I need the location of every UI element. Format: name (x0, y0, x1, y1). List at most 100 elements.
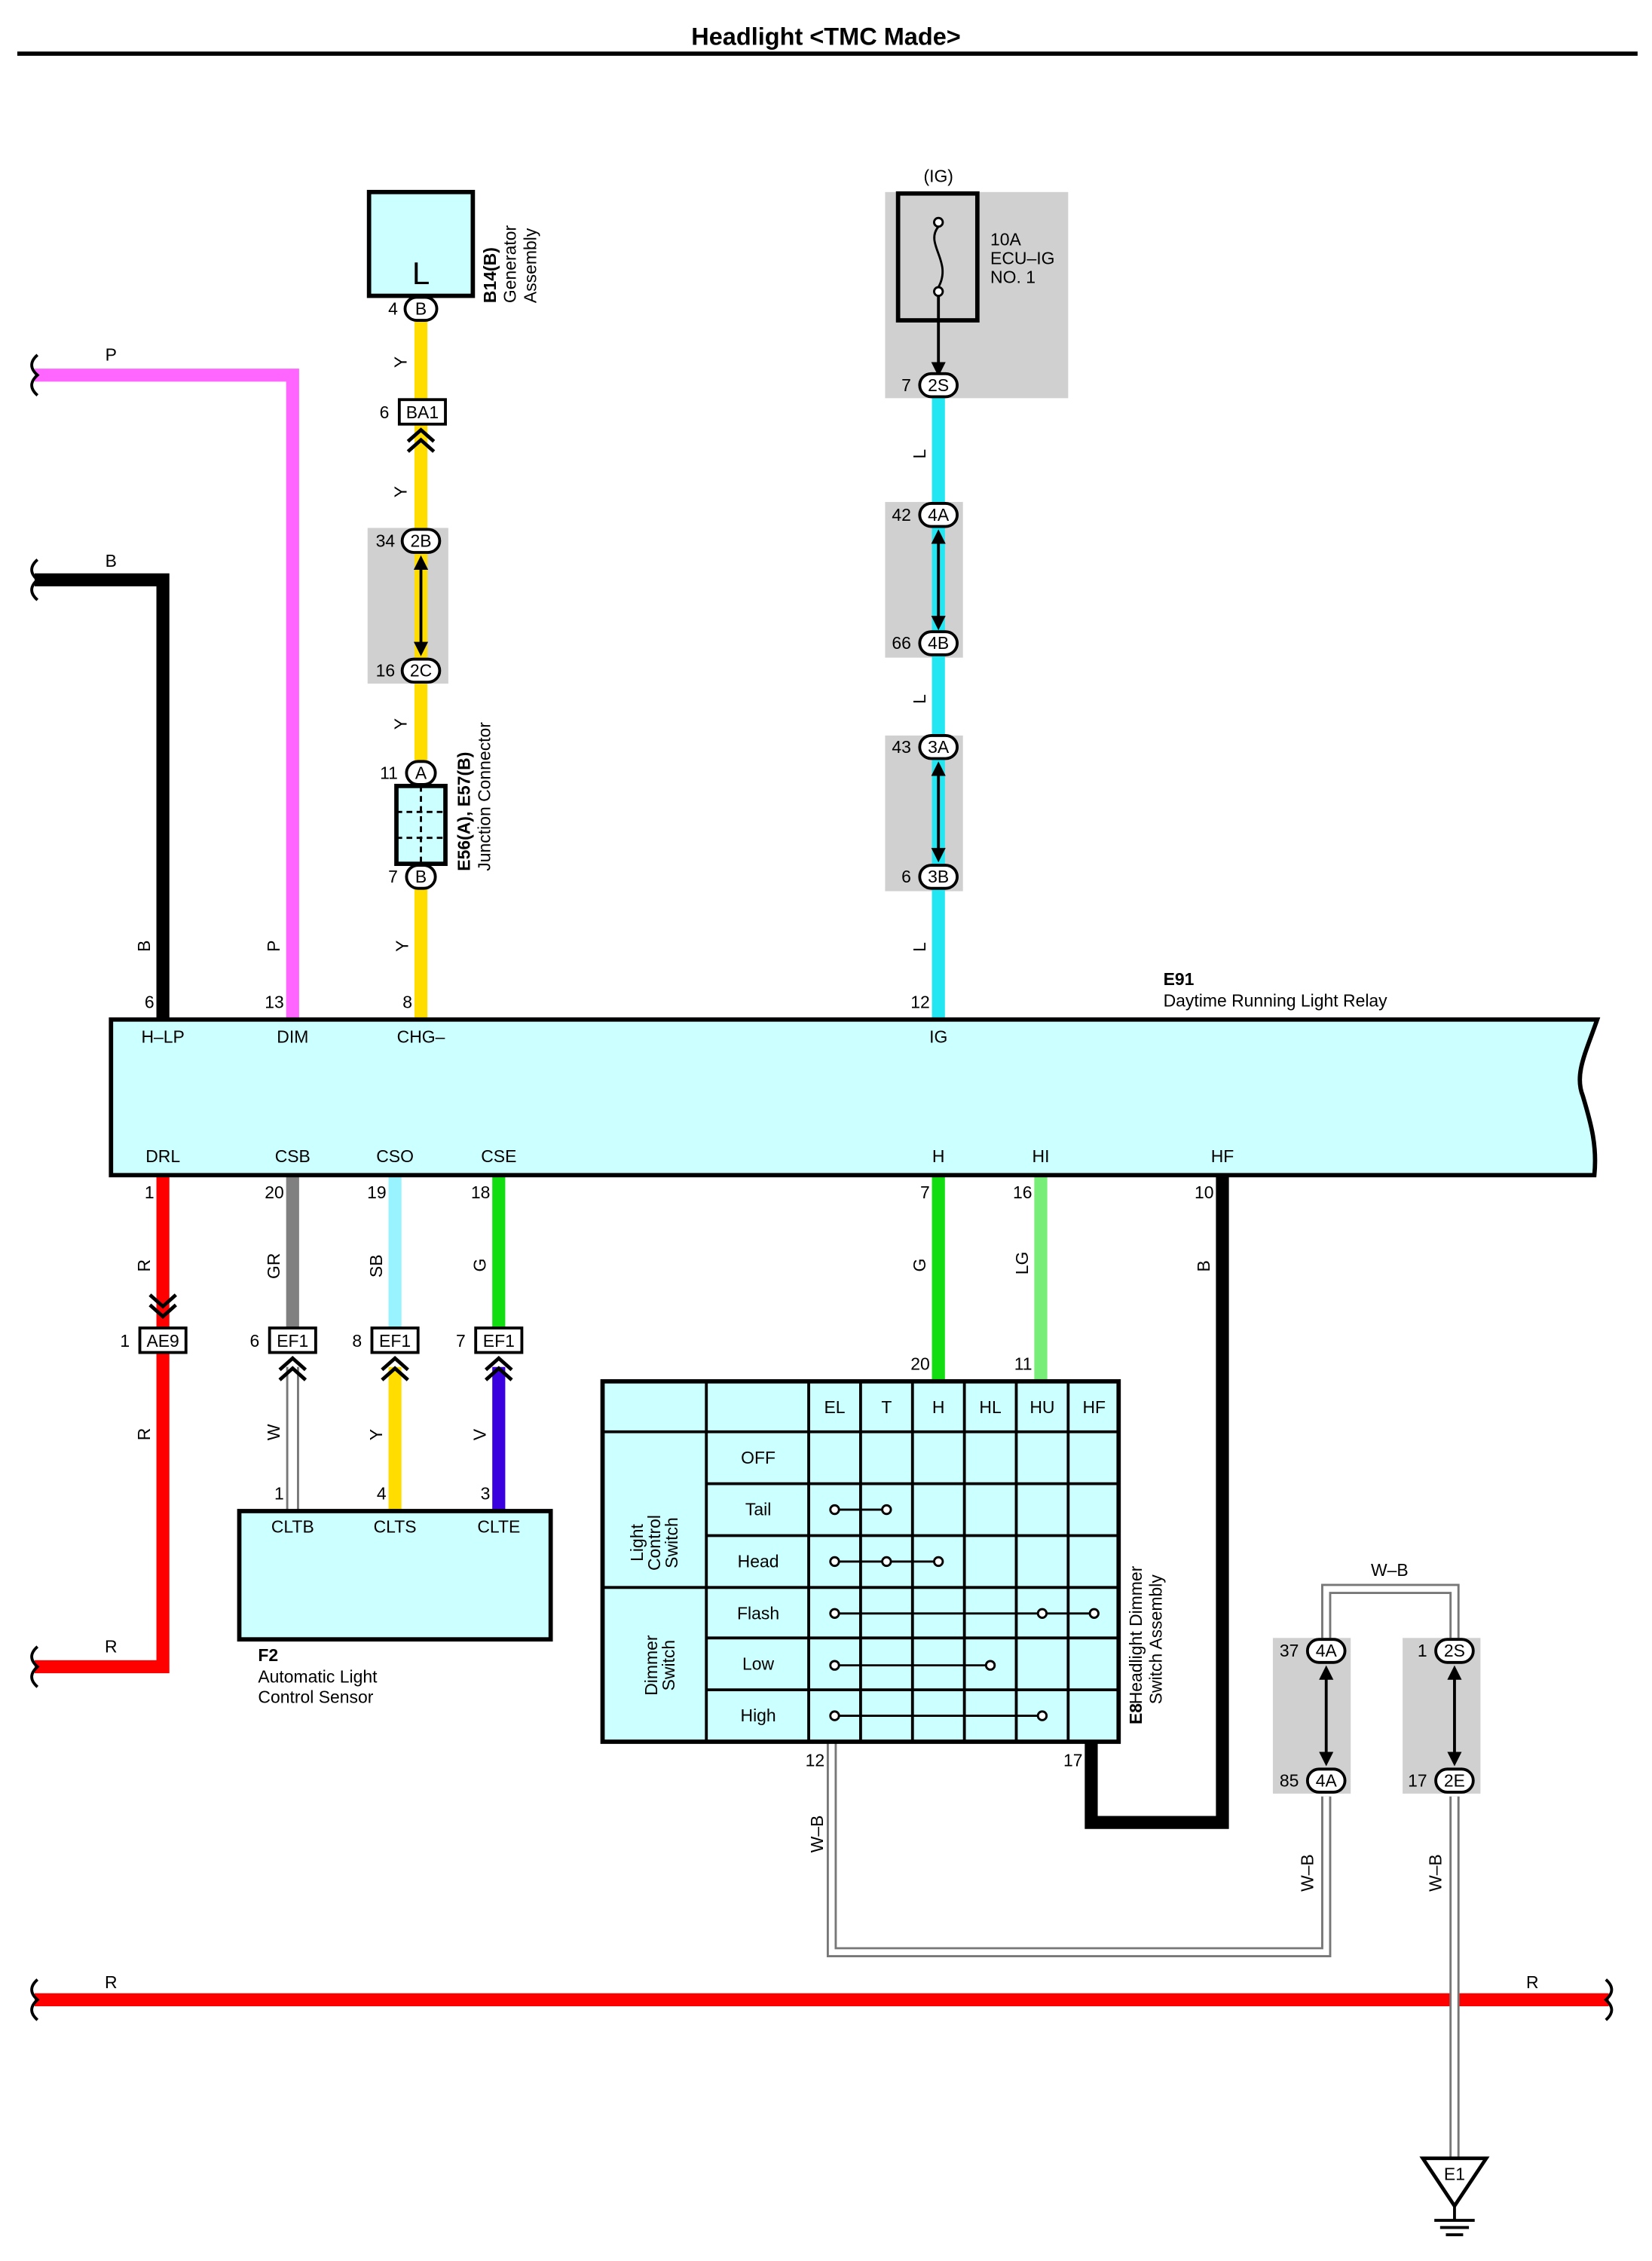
page-title: Headlight <TMC Made> (691, 23, 961, 50)
svg-text:34: 34 (376, 531, 396, 550)
svg-text:High: High (741, 1706, 776, 1725)
fuse-ecu-ig: (IG) 10A ECU–IG NO. 1 2S 7 (895, 166, 1054, 399)
svg-text:H: H (932, 1146, 945, 1166)
svg-text:4A: 4A (928, 505, 950, 525)
svg-text:H: H (932, 1397, 945, 1417)
svg-text:37: 37 (1280, 1641, 1299, 1660)
svg-text:HL: HL (979, 1397, 1001, 1417)
wire-label-gr: GR (264, 1253, 283, 1279)
svg-text:2C: 2C (410, 660, 432, 680)
svg-text:10A: 10A (990, 230, 1022, 249)
svg-text:B: B (415, 298, 427, 318)
svg-text:8: 8 (402, 992, 412, 1011)
svg-text:AE9: AE9 (146, 1331, 179, 1351)
svg-text:Dimmer: Dimmer (641, 1635, 661, 1696)
svg-text:B14(B): B14(B) (480, 247, 500, 303)
svg-text:BA1: BA1 (406, 402, 439, 422)
svg-text:18: 18 (471, 1183, 491, 1202)
svg-text:CSE: CSE (481, 1146, 516, 1166)
svg-text:1: 1 (120, 1331, 130, 1351)
svg-text:4: 4 (388, 298, 398, 318)
svg-text:Control Sensor: Control Sensor (258, 1687, 373, 1706)
svg-text:CSO: CSO (376, 1146, 414, 1166)
junction-connector: A 11 B 7 E56(A), E57(B) Junction Connect… (380, 722, 494, 890)
svg-text:E8: E8 (1126, 1703, 1146, 1724)
svg-text:Flash: Flash (737, 1603, 779, 1623)
svg-text:Junction Connector: Junction Connector (474, 722, 494, 871)
svg-text:Head: Head (738, 1552, 779, 1571)
wire-break-symbols (30, 353, 1614, 2021)
svg-text:Control: Control (644, 1515, 664, 1571)
svg-text:L: L (412, 255, 430, 291)
svg-text:12: 12 (910, 992, 930, 1011)
svg-text:2E: 2E (1444, 1770, 1465, 1790)
svg-text:19: 19 (367, 1183, 387, 1202)
ground-e1: E1 (1419, 2156, 1490, 2237)
svg-text:CLTB: CLTB (271, 1517, 314, 1537)
connector-b14-pin: B 4 (388, 295, 439, 322)
svg-text:3A: 3A (928, 737, 950, 757)
wire-label-r-bottom-left: R (105, 1972, 118, 1992)
svg-text:12: 12 (806, 1751, 825, 1770)
svg-text:(IG): (IG) (923, 166, 953, 185)
svg-text:NO. 1: NO. 1 (990, 267, 1036, 286)
svg-text:T: T (881, 1397, 892, 1417)
svg-text:4A: 4A (1316, 1641, 1338, 1660)
svg-text:B: B (415, 867, 427, 886)
wire-label-sb: SB (366, 1254, 386, 1277)
svg-text:Generator: Generator (500, 225, 520, 303)
wire-label-w: W (264, 1424, 283, 1440)
svg-text:EF1: EF1 (277, 1331, 308, 1351)
svg-text:A: A (415, 763, 427, 782)
splice-4a-4a: 4A 37 4A 85 (1280, 1638, 1347, 1794)
svg-text:1: 1 (1418, 1641, 1427, 1660)
svg-text:1: 1 (274, 1484, 284, 1504)
wire-label-b-top: B (106, 551, 117, 571)
svg-text:E91: E91 (1164, 969, 1195, 989)
svg-text:8: 8 (352, 1331, 362, 1351)
wire-b-left (34, 573, 170, 1018)
svg-text:CHG–: CHG– (397, 1026, 445, 1046)
svg-text:Tail: Tail (745, 1500, 771, 1519)
svg-text:F2: F2 (258, 1645, 278, 1665)
switch-e8: 20 11 EL T H HL HU HF OFF Tail (600, 1354, 1166, 1770)
svg-text:7: 7 (920, 1183, 930, 1202)
svg-text:4: 4 (377, 1484, 387, 1504)
wire-label-wb-top: W–B (1371, 1560, 1409, 1580)
svg-text:HU: HU (1029, 1397, 1054, 1417)
wire-label-r1: R (134, 1259, 154, 1272)
wire-label-g1: G (470, 1259, 490, 1272)
svg-text:6: 6 (145, 992, 154, 1011)
svg-text:7: 7 (456, 1331, 466, 1351)
svg-text:7: 7 (388, 867, 398, 886)
wire-label-wb2: W–B (1298, 1854, 1317, 1892)
connector-ba1: BA1 6 (380, 398, 447, 453)
svg-text:CLTS: CLTS (374, 1517, 417, 1537)
svg-text:EL: EL (824, 1397, 845, 1417)
svg-text:HF: HF (1211, 1146, 1234, 1166)
connector-ef1-7: EF1 7 (456, 1326, 524, 1381)
svg-text:2S: 2S (1444, 1641, 1465, 1660)
svg-text:ECU–IG: ECU–IG (990, 248, 1054, 268)
svg-text:CLTE: CLTE (477, 1517, 520, 1537)
svg-text:HF: HF (1082, 1397, 1106, 1417)
svg-text:Headlight Dimmer: Headlight Dimmer (1126, 1565, 1146, 1704)
wire-wb-group (826, 1583, 1460, 2159)
wire-b-hf (1085, 1175, 1229, 1829)
wire-label-y2: Y (390, 486, 410, 497)
wire-label-p-relay: P (264, 941, 283, 952)
svg-text:Automatic Light: Automatic Light (258, 1667, 378, 1687)
wire-label-y4: Y (366, 1429, 386, 1440)
wire-label-b-relay: B (134, 941, 154, 952)
splice-2b-2c: 2B 34 2C 16 (376, 528, 442, 684)
svg-text:17: 17 (1408, 1770, 1427, 1790)
generator-assembly: L B14(B) Generator Assembly (366, 189, 540, 303)
connector-ef1-8: EF1 8 (352, 1326, 420, 1381)
svg-text:EF1: EF1 (379, 1331, 411, 1351)
svg-text:3B: 3B (928, 867, 949, 886)
svg-text:IG: IG (929, 1026, 947, 1046)
svg-text:DRL: DRL (145, 1146, 180, 1166)
svg-text:10: 10 (1195, 1183, 1214, 1202)
wire-label-l2: L (910, 694, 929, 704)
